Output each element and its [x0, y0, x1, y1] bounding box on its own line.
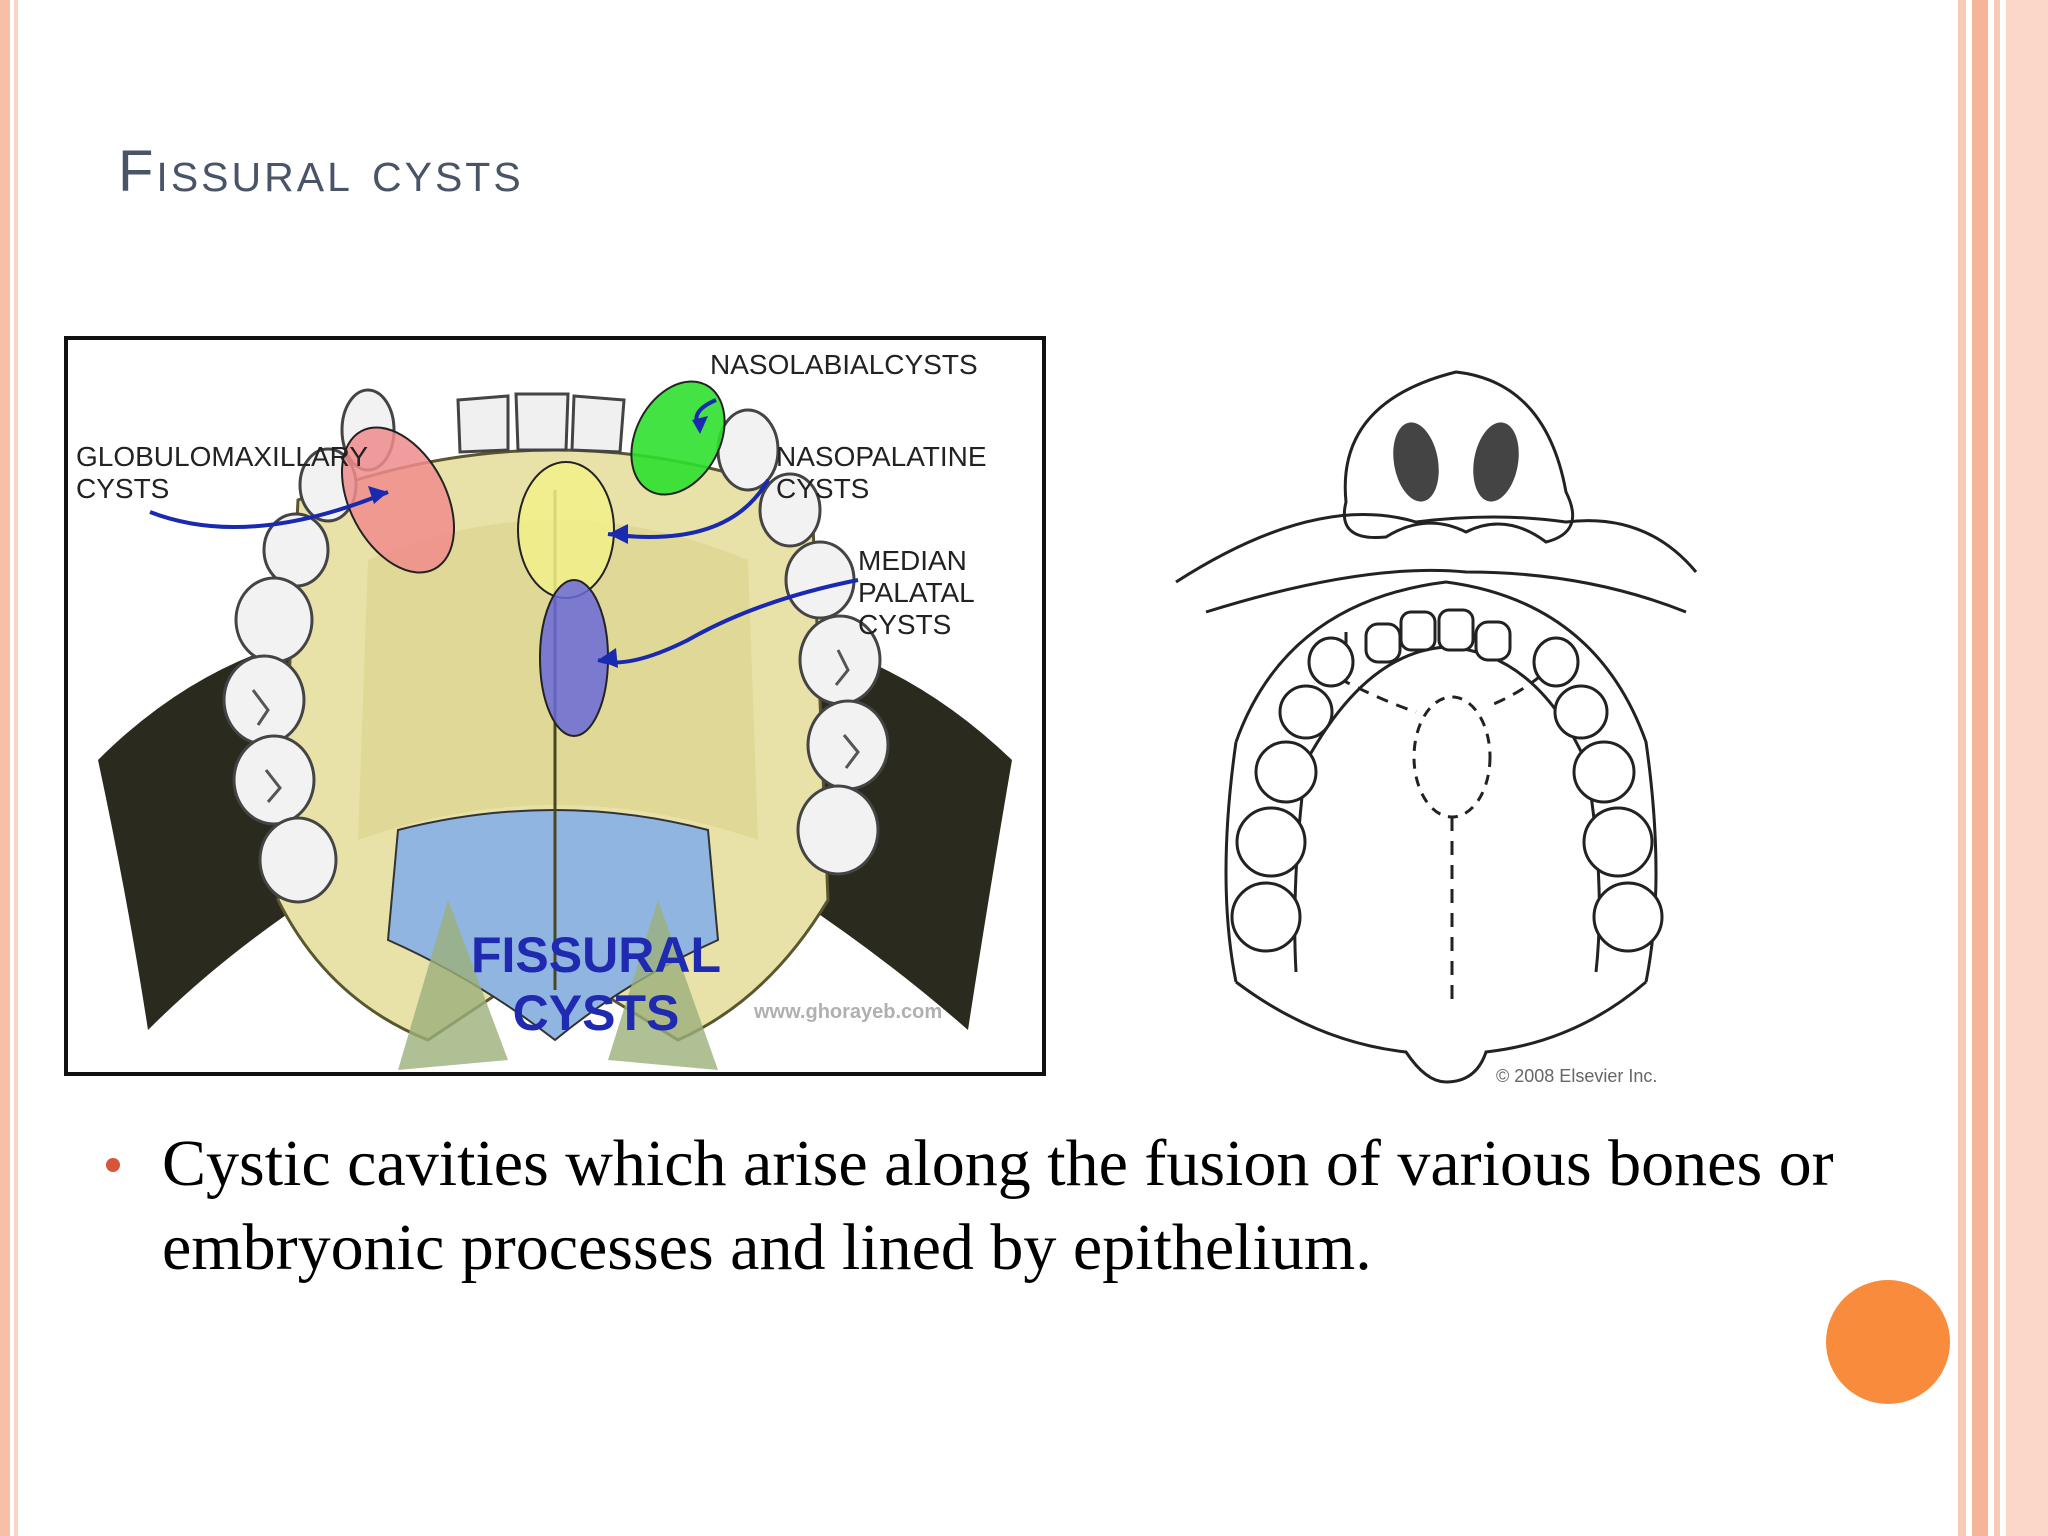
- slide-title: Fissural cysts: [118, 139, 524, 204]
- bullet-dot-icon: [106, 1158, 120, 1172]
- slide-border-right: [1958, 0, 1966, 1536]
- caption-fissural: FISSURAL: [471, 927, 721, 983]
- palate-line-drawing: © 2008 Elsevier Inc.: [1166, 362, 1706, 1092]
- fissural-cysts-diagram: NASOLABIALCYSTS GLOBULOMAXILLARY CYSTS N…: [64, 336, 1046, 1076]
- slide-border-right: [1994, 0, 2000, 1536]
- copyright-text: © 2008 Elsevier Inc.: [1496, 1066, 1657, 1086]
- watermark: www.ghorayeb.com: [753, 1001, 942, 1023]
- label-globulomaxillary-cysts: CYSTS: [76, 473, 169, 504]
- slide-border-right: [1972, 0, 1988, 1536]
- decorative-circle: [1826, 1280, 1950, 1404]
- label-nasolabial: NASOLABIALCYSTS: [710, 349, 978, 380]
- bullet-text: Cystic cavities which arise along the fu…: [162, 1127, 1834, 1284]
- label-nasopalatine: NASOPALATINE: [776, 441, 987, 472]
- slide-border-left-thin: [14, 0, 18, 1536]
- label-globulomaxillary: GLOBULOMAXILLARY: [76, 441, 368, 472]
- label-nasopalatine-cysts: CYSTS: [776, 473, 869, 504]
- label-median: MEDIAN: [858, 545, 967, 576]
- caption-cysts: CYSTS: [513, 985, 680, 1041]
- slide-border-left: [0, 0, 10, 1536]
- label-median-cysts: CYSTS: [858, 609, 951, 640]
- label-palatal: PALATAL: [858, 577, 975, 608]
- slide-border-right: [2006, 0, 2048, 1536]
